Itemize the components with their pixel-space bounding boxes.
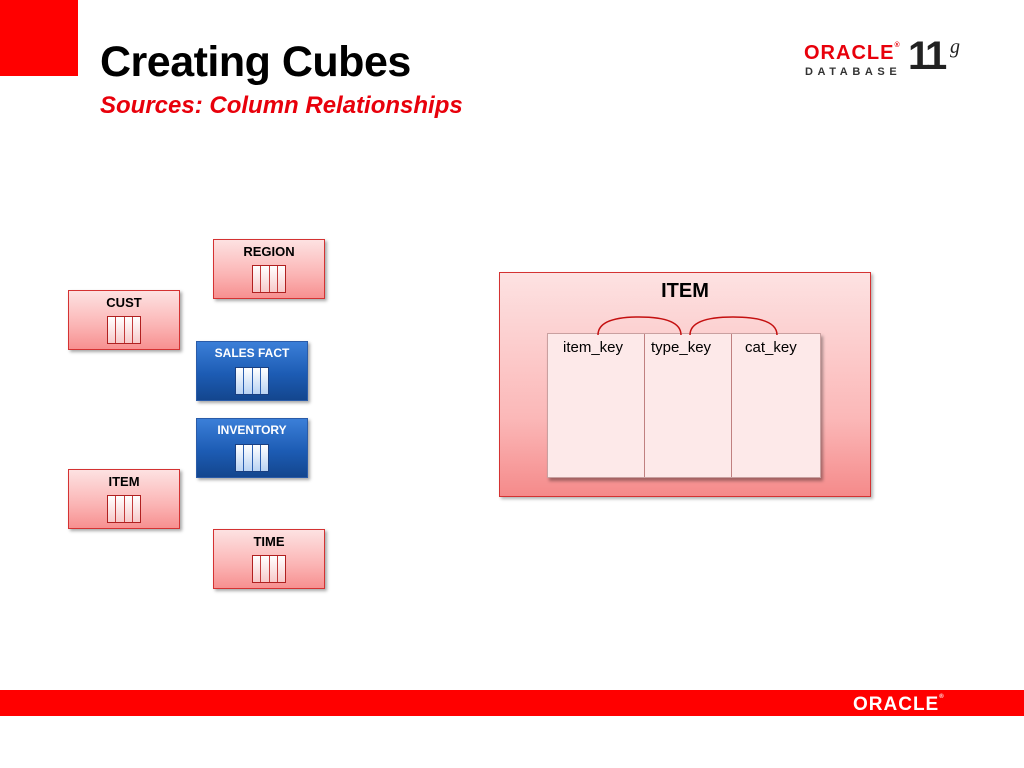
corner-accent-square [0, 0, 78, 76]
item-columns-table: item_key type_key cat_key [547, 333, 821, 478]
table-columns-icon [252, 265, 286, 293]
table-label: TIME [253, 534, 285, 549]
column-header-cat-key: cat_key [745, 339, 797, 356]
table-columns-icon [252, 555, 286, 583]
logo-version-suffix: g [950, 36, 960, 58]
logo-version: 11 [908, 34, 947, 78]
footer-bar [0, 690, 1024, 716]
arc-type-to-cat [689, 316, 778, 336]
logo-brand: ORACLE® [804, 42, 901, 64]
column-header-type-key: type_key [651, 339, 712, 356]
table-columns-icon [235, 367, 269, 395]
item-detail-panel: ITEM item_key type_key cat_key [499, 272, 871, 497]
item-detail-title: ITEM [661, 280, 709, 302]
table-columns-icon [107, 495, 141, 523]
relationship-arcs [597, 316, 778, 336]
oracle-database-logo: ORACLE® DATABASE 11 g [804, 34, 970, 80]
table-label: ITEM [108, 474, 140, 489]
table-label: INVENTORY [217, 423, 287, 437]
table-region: REGION [213, 239, 325, 299]
footer-oracle-logo: ORACLE® [853, 694, 945, 715]
page-title: Creating Cubes [100, 38, 411, 86]
table-label: REGION [243, 244, 295, 259]
table-item: ITEM [68, 469, 180, 529]
page-subtitle: Sources: Column Relationships [100, 92, 463, 119]
column-divider [731, 334, 732, 477]
table-columns-icon [107, 316, 141, 344]
column-header-item-key: item_key [563, 339, 624, 356]
table-time: TIME [213, 529, 325, 589]
table-cust: CUST [68, 290, 180, 350]
table-label: CUST [106, 295, 142, 310]
table-columns-icon [235, 444, 269, 472]
table-inventory: INVENTORY [196, 418, 308, 478]
logo-product: DATABASE [805, 66, 902, 78]
column-divider [644, 334, 645, 477]
table-sales-fact: SALES FACT [196, 341, 308, 401]
table-label: SALES FACT [214, 346, 290, 360]
arc-item-to-type [597, 316, 682, 336]
